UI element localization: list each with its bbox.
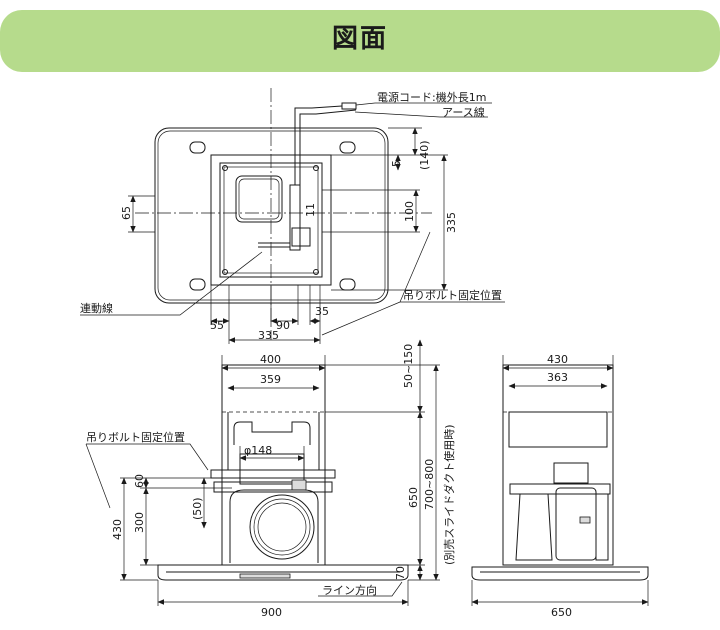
mounting-plate <box>210 469 336 479</box>
motor-top-plate <box>213 481 333 493</box>
side-view <box>471 355 649 606</box>
label-line-direction: ライン方向 <box>322 583 377 597</box>
leader-bolt-front-2 <box>85 443 111 509</box>
duct-inner-side <box>508 411 608 448</box>
label-earth-wire: アース線 <box>442 105 485 119</box>
label-bolt-position-front: 吊りボルト固定位置 <box>86 430 185 444</box>
screw-icon <box>313 269 319 275</box>
leader-bolt-front <box>86 443 209 471</box>
dim-text-35: 35 <box>315 305 329 318</box>
dim-text-50-paren: (50) <box>191 497 204 520</box>
dim-text-140: (140) <box>418 140 431 170</box>
dim-text-70: 70 <box>394 566 407 580</box>
hood-inner-outline-top <box>157 130 386 301</box>
top-view <box>80 88 505 344</box>
title-banner <box>0 10 720 72</box>
label-duct-note: (別売スライドダクト使用時) <box>442 424 456 565</box>
dim-text-335-right: 335 <box>445 212 458 233</box>
leader-interlock-wire <box>80 251 263 316</box>
label-bolt-position-top: 吊りボルト固定位置 <box>403 288 502 302</box>
hanging-hole-top-right <box>339 141 356 154</box>
leader-bolt-top-2 <box>321 301 401 336</box>
duct-cover-front <box>221 364 326 566</box>
duct-cover-side <box>502 364 614 566</box>
power-cord-line <box>294 105 343 185</box>
fan-middle-circle <box>253 498 311 556</box>
dim-text-65: 65 <box>120 206 133 220</box>
control-strip <box>239 573 291 579</box>
label-power-cord: 電源コード:機外長1m <box>377 90 486 104</box>
dim-text-430-side: 430 <box>547 353 568 366</box>
side-motor-left <box>515 493 553 561</box>
motor-housing-inner <box>219 162 323 278</box>
duct-bracket <box>233 421 311 445</box>
dim-text-335-bottom: 335 <box>258 329 279 342</box>
exhaust-adapter <box>239 453 305 485</box>
label-interlock-wire: 連動線 <box>80 301 113 315</box>
dim-text-430-left: 430 <box>111 519 124 540</box>
dim-text-100: 100 <box>403 201 416 222</box>
dim-text-363: 363 <box>547 371 568 384</box>
screw-icon <box>222 269 228 275</box>
exhaust-outlet-top <box>235 175 283 223</box>
hood-body-front <box>157 564 409 581</box>
hood-outline-top <box>154 127 389 304</box>
dim-text-900: 900 <box>261 606 282 619</box>
dim-text-700-800: 700~800 <box>423 459 436 510</box>
side-mounting-plate <box>509 483 611 495</box>
dim-text-148: φ148 <box>244 444 272 457</box>
dim-text-650-front: 650 <box>407 487 420 508</box>
hood-body-side <box>471 566 649 581</box>
earth-wire-line <box>299 109 357 185</box>
dim-text-60: 60 <box>133 474 146 488</box>
bolt-bracket-icon <box>291 479 307 491</box>
screw-icon <box>313 165 319 171</box>
side-motor-body <box>555 487 597 561</box>
dim-text-11: 11 <box>304 203 317 217</box>
motor-housing-plate <box>223 166 319 274</box>
motor-body-front <box>229 489 319 563</box>
dim-text-650-side: 650 <box>551 606 572 619</box>
leader-earth-wire <box>354 111 441 118</box>
hanging-hole-top-left <box>189 141 206 154</box>
leader-line-direction <box>318 581 403 597</box>
dim-text-300: 300 <box>133 512 146 533</box>
side-motor-cap <box>595 493 609 561</box>
connector-block <box>291 227 311 247</box>
side-connector-box <box>553 462 589 484</box>
leader-power-cord <box>355 102 376 106</box>
dim-text-5: 5 <box>390 160 403 167</box>
dim-text-359: 359 <box>260 373 281 386</box>
hanging-hole-bottom-left <box>189 278 206 291</box>
fan-inner-circle <box>257 502 307 552</box>
dim-text-400: 400 <box>260 353 281 366</box>
side-fitting-icon <box>579 516 591 524</box>
power-plug-icon <box>341 102 357 110</box>
page-title: 図面 <box>331 24 388 54</box>
hanging-hole-bottom-right <box>339 278 356 291</box>
front-view <box>85 339 440 606</box>
screw-icon <box>222 165 228 171</box>
fan-outer-circle <box>249 494 315 560</box>
dim-text-50-150: 50~150 <box>402 344 415 388</box>
dim-text-55: 55 <box>210 319 224 332</box>
exhaust-outlet-inner <box>238 178 280 220</box>
dim-text-90: 90 <box>276 319 290 332</box>
